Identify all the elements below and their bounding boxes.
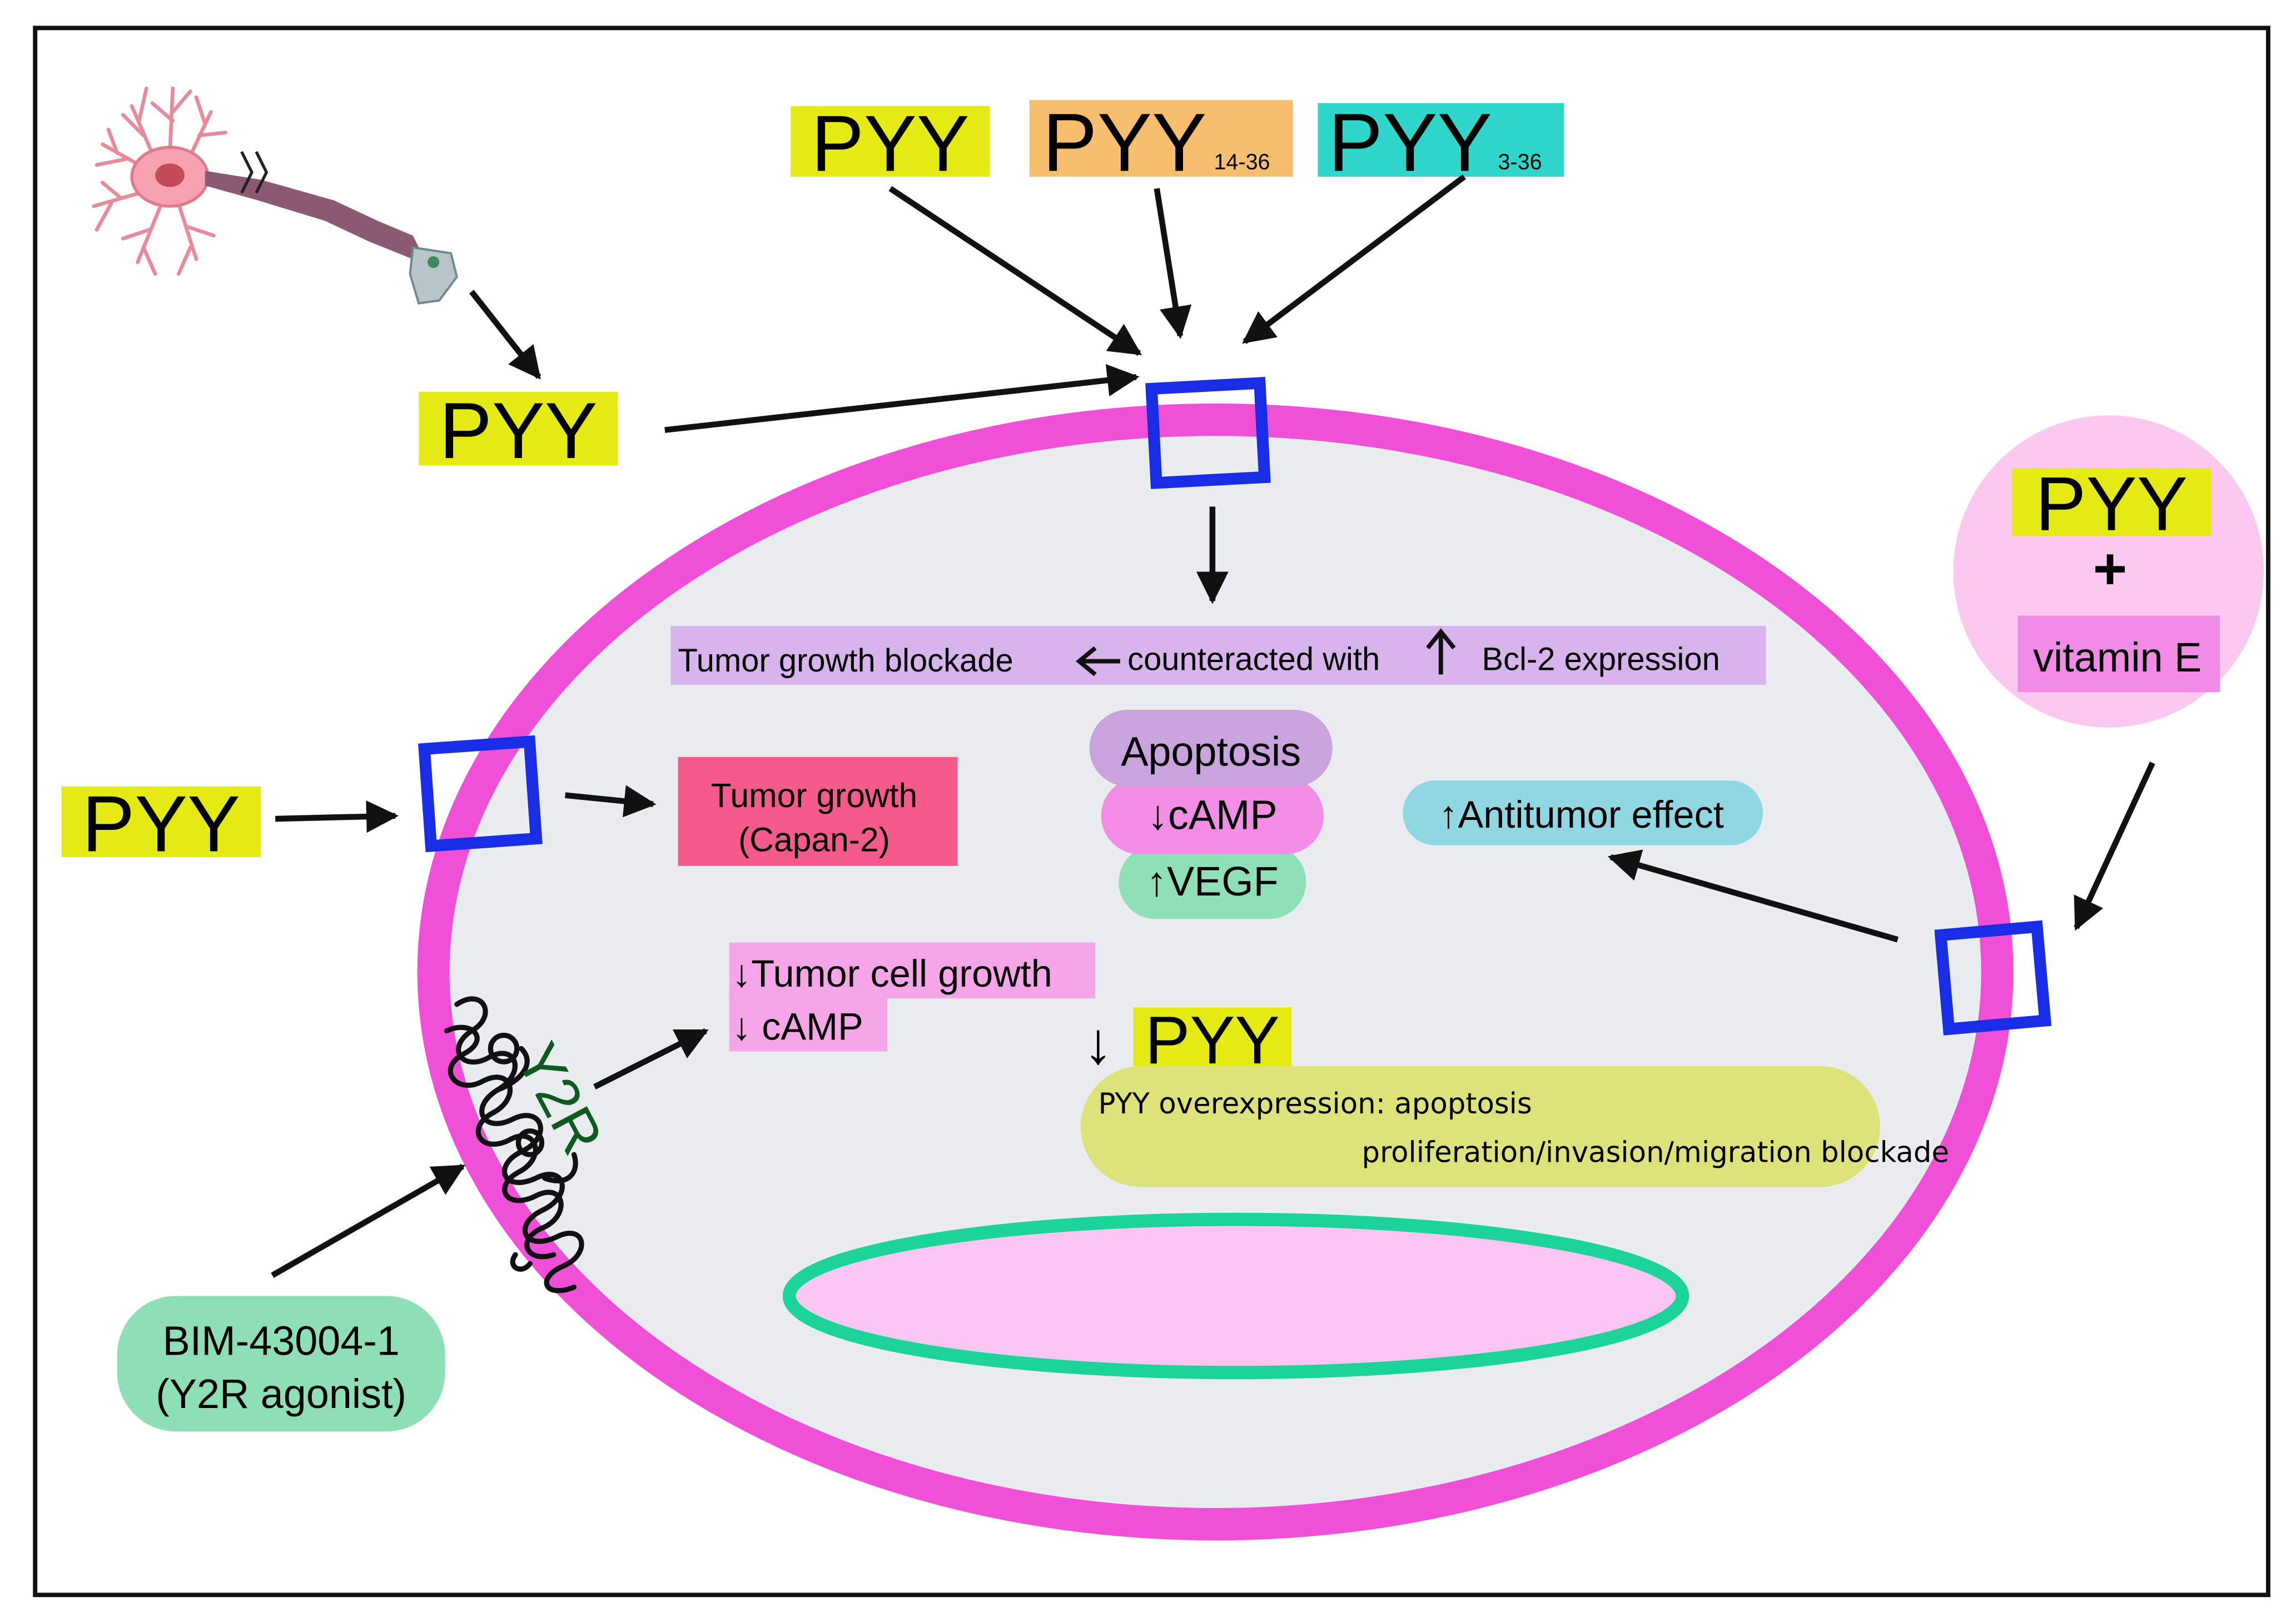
receptor-top bbox=[1145, 376, 1271, 489]
antitumor-text: ↑Antitumor effect bbox=[1439, 793, 1723, 836]
bim-line2: (Y2R agonist) bbox=[156, 1371, 406, 1417]
pyy-down-arrow: ↓ bbox=[1084, 1011, 1113, 1076]
pyy-14-36-text: PYY bbox=[1042, 97, 1206, 188]
bcl2-left-text: Tumor growth blockade bbox=[678, 643, 1013, 679]
bim-line1: BIM-43004-1 bbox=[163, 1317, 400, 1364]
tumor-growth-line2: (Capan-2) bbox=[738, 820, 890, 858]
pyy-3-36-text: PYY bbox=[1328, 97, 1492, 188]
bcl2-mid-text: counteracted with bbox=[1127, 641, 1380, 677]
pyy-vitamin-e-group: PYY + vitamin E bbox=[1953, 415, 2264, 728]
apoptosis-stack: Apoptosis ↓cAMP ↑VEGF bbox=[1089, 709, 1333, 919]
vegf-pill bbox=[1119, 845, 1306, 919]
cell bbox=[417, 403, 2014, 1541]
tumor-growth-line1: Tumor growth bbox=[711, 777, 917, 814]
pyy-left-label: PYY bbox=[61, 780, 261, 868]
pyy-left-text: PYY bbox=[82, 780, 240, 868]
neuron-icon bbox=[92, 86, 458, 305]
bcl2-right-text: Bcl-2 expression bbox=[1482, 641, 1720, 677]
overexp-line1: PYY overexpression: apoptosis bbox=[1098, 1087, 1532, 1121]
pyy-top-text: PYY bbox=[811, 99, 970, 188]
pyy-label-top: PYY bbox=[791, 99, 990, 188]
apoptosis-text: Apoptosis bbox=[1121, 728, 1301, 774]
nucleus bbox=[782, 1212, 1689, 1380]
arrow-pyy-neuron-to-receptor bbox=[664, 364, 1140, 433]
plus-sign: + bbox=[2093, 536, 2128, 601]
pyy-down-text: PYY bbox=[1145, 1002, 1280, 1078]
arrow-pyy3-to-receptor bbox=[1242, 174, 1467, 344]
camp-down-text: ↓ cAMP bbox=[732, 1005, 863, 1048]
arrow-pyy-to-receptor bbox=[888, 186, 1142, 356]
tumor-cell-growth: ↓Tumor cell growth ↓ cAMP bbox=[729, 942, 1096, 1052]
pyy-right-text: PYY bbox=[2035, 461, 2188, 546]
arrow-receptor-to-tumor-growth bbox=[565, 785, 657, 818]
pyy-3-36-subscript: 3-36 bbox=[1498, 150, 1542, 175]
pyy-overexpression: PYY overexpression: apoptosis proliferat… bbox=[1080, 1066, 1950, 1187]
arrow-receptor-to-antitumor bbox=[1607, 849, 1899, 943]
overexp-line2: proliferation/invasion/migration blockad… bbox=[1362, 1136, 1950, 1169]
pyy-3-36-label: PYY 3-36 bbox=[1318, 97, 1564, 188]
antitumor-effect: ↑Antitumor effect bbox=[1403, 780, 1763, 845]
y2r-receptor-icon bbox=[444, 996, 584, 1293]
vitamin-e-text: vitamin E bbox=[2033, 634, 2201, 680]
receptor-right bbox=[1934, 920, 2052, 1036]
pyy-14-36-label: PYY 14-36 bbox=[1029, 97, 1293, 188]
camp-text: ↓cAMP bbox=[1147, 792, 1278, 838]
arrow-vitamin-to-receptor bbox=[2074, 762, 2155, 931]
bim-agonist: BIM-43004-1 (Y2R agonist) bbox=[117, 1296, 445, 1432]
tumor-growth-capan2: Tumor growth (Capan-2) bbox=[678, 757, 958, 866]
bcl2-statement: Tumor growth blockade counteracted with … bbox=[670, 625, 1766, 685]
apoptosis-pill bbox=[1089, 709, 1333, 787]
arrow-y2r-to-tumor-cell bbox=[593, 1028, 709, 1089]
arrow-pyy-left-to-receptor bbox=[275, 800, 399, 833]
arrow-pyy14-to-receptor bbox=[1154, 188, 1192, 339]
arrow-bim-to-y2r bbox=[271, 1163, 466, 1278]
pyy-14-36-subscript: 14-36 bbox=[1214, 150, 1270, 175]
vegf-text: ↑VEGF bbox=[1146, 858, 1279, 904]
arrows bbox=[271, 174, 2155, 1278]
receptor-left bbox=[418, 735, 543, 853]
arrow-neuron-to-pyy bbox=[469, 290, 541, 380]
pyy-neuron-text: PYY bbox=[439, 387, 598, 475]
camp-pill bbox=[1101, 777, 1324, 854]
pyy-neuron-label: PYY bbox=[419, 387, 618, 475]
tumor-cell-growth-text: ↓Tumor cell growth bbox=[732, 952, 1052, 995]
pyy-down: ↓ PYY bbox=[1084, 1002, 1292, 1078]
